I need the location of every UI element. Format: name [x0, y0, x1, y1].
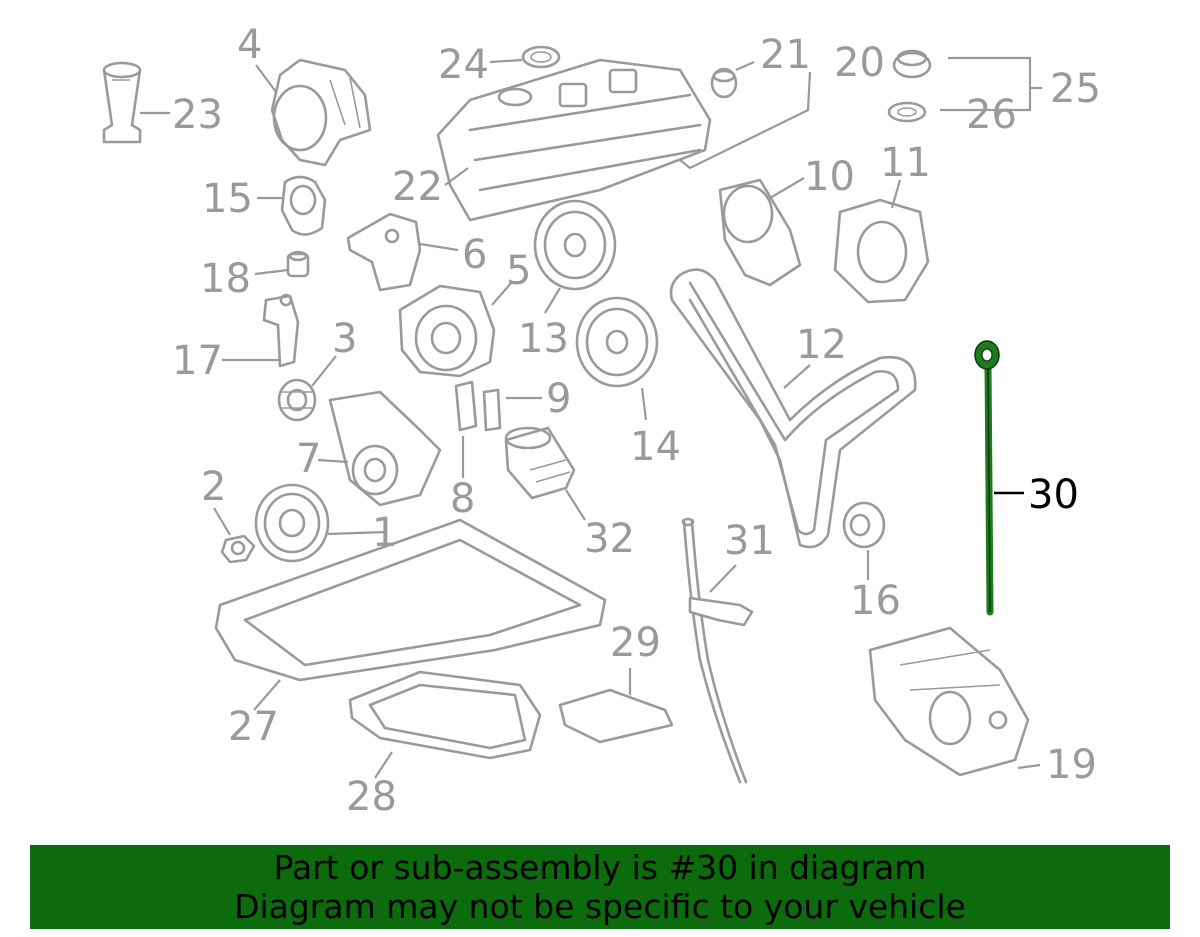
- part-20-illustration: [892, 49, 932, 79]
- callout-labels: 1 2 3 4 5 6 7 8 9 10 11 12 13 14 15 16 1…: [172, 22, 1101, 820]
- callout-16[interactable]: 16: [850, 578, 901, 624]
- exploded-parts-diagram: 1 2 3 4 5 6 7 8 9 10 11 12 13 14 15 16 1…: [102, 22, 1101, 820]
- part-11-illustration: [833, 198, 930, 304]
- part-14-illustration: [575, 296, 659, 388]
- callout-21[interactable]: 21: [760, 32, 811, 78]
- part-32-illustration: [504, 426, 576, 500]
- part-15-illustration: [280, 175, 327, 236]
- callout-12[interactable]: 12: [796, 322, 847, 368]
- part-30-dipstick-highlighted[interactable]: [974, 340, 1000, 616]
- leader-lines: [140, 56, 1042, 779]
- callout-26[interactable]: 26: [966, 92, 1017, 138]
- part-2-illustration: [220, 534, 256, 564]
- callout-28[interactable]: 28: [346, 774, 397, 820]
- part-23-illustration: [102, 61, 142, 144]
- callout-22[interactable]: 22: [392, 164, 443, 210]
- part-16-illustration: [842, 501, 886, 549]
- callout-20[interactable]: 20: [834, 40, 885, 86]
- callout-32[interactable]: 32: [584, 516, 635, 562]
- callout-24[interactable]: 24: [438, 42, 489, 88]
- callout-25[interactable]: 25: [1050, 66, 1101, 112]
- part-31-illustration: [681, 517, 754, 784]
- callout-10[interactable]: 10: [804, 154, 855, 200]
- callout-23[interactable]: 23: [172, 92, 223, 138]
- part-7-illustration: [328, 390, 442, 507]
- callout-30[interactable]: 30: [1028, 472, 1079, 518]
- callout-14[interactable]: 14: [630, 424, 681, 470]
- callout-7[interactable]: 7: [296, 436, 321, 482]
- callout-13[interactable]: 13: [518, 316, 569, 362]
- part-29-illustration: [558, 688, 674, 744]
- callout-4[interactable]: 4: [237, 22, 262, 68]
- part-17-illustration: [262, 293, 300, 368]
- part-27-illustration: [214, 518, 607, 682]
- part-19-illustration: [868, 626, 1030, 777]
- callout-31[interactable]: 31: [724, 518, 775, 564]
- part-5-illustration: [398, 284, 496, 378]
- part-8-illustration: [454, 380, 478, 432]
- callout-19[interactable]: 19: [1046, 742, 1097, 788]
- part-18-illustration: [286, 250, 310, 278]
- callout-11[interactable]: 11: [880, 140, 931, 186]
- callout-2[interactable]: 2: [201, 464, 226, 510]
- callout-9[interactable]: 9: [546, 376, 571, 422]
- part-21-illustration: [710, 67, 738, 99]
- part-9-illustration: [482, 388, 502, 432]
- part-26-illustration: [887, 101, 927, 123]
- callout-17[interactable]: 17: [172, 338, 223, 384]
- part-22-illustration: [436, 58, 712, 222]
- part-3-illustration: [277, 378, 317, 422]
- part-4-illustration: [270, 58, 372, 167]
- part-12-illustration: [669, 268, 917, 549]
- part-24-illustration: [521, 45, 561, 69]
- callout-29[interactable]: 29: [610, 620, 661, 666]
- part-10-illustration: [718, 178, 802, 287]
- banner-line-disclaimer: Diagram may not be specific to your vehi…: [234, 887, 966, 926]
- callout-3[interactable]: 3: [332, 316, 357, 362]
- part-6-illustration: [346, 212, 422, 292]
- part-13-illustration: [533, 199, 617, 291]
- callout-8[interactable]: 8: [450, 476, 475, 522]
- part-1-illustration: [254, 483, 330, 563]
- callout-1[interactable]: 1: [372, 510, 397, 556]
- part-28-illustration: [348, 670, 542, 760]
- callout-15[interactable]: 15: [202, 176, 253, 222]
- banner-line-part-number: Part or sub-assembly is #30 in diagram: [273, 848, 927, 887]
- callout-18[interactable]: 18: [200, 256, 251, 302]
- callout-27[interactable]: 27: [228, 704, 279, 750]
- callout-6[interactable]: 6: [462, 232, 487, 278]
- part-notice-banner: Part or sub-assembly is #30 in diagram D…: [30, 845, 1170, 929]
- callout-5[interactable]: 5: [506, 248, 531, 294]
